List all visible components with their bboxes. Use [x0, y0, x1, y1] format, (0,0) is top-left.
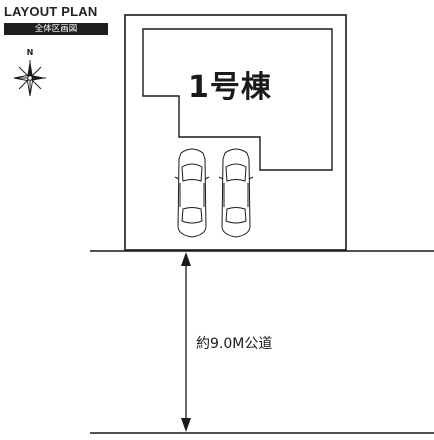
building-footprint	[142, 28, 333, 171]
parking-car-1	[174, 148, 210, 238]
compass-north-label: N	[26, 48, 34, 57]
subtitle-badge: 全体区画図	[4, 23, 108, 35]
road-label: 約9.0M公道	[196, 336, 273, 352]
lot-boundary	[124, 14, 347, 251]
building-label: 1号棟	[188, 70, 272, 105]
compass: N	[12, 48, 48, 100]
parking-car-2	[218, 148, 254, 238]
compass-rose-icon	[14, 60, 46, 97]
road-width-dimension-arrow	[181, 252, 191, 432]
page-title: LAYOUT PLAN	[4, 4, 98, 19]
